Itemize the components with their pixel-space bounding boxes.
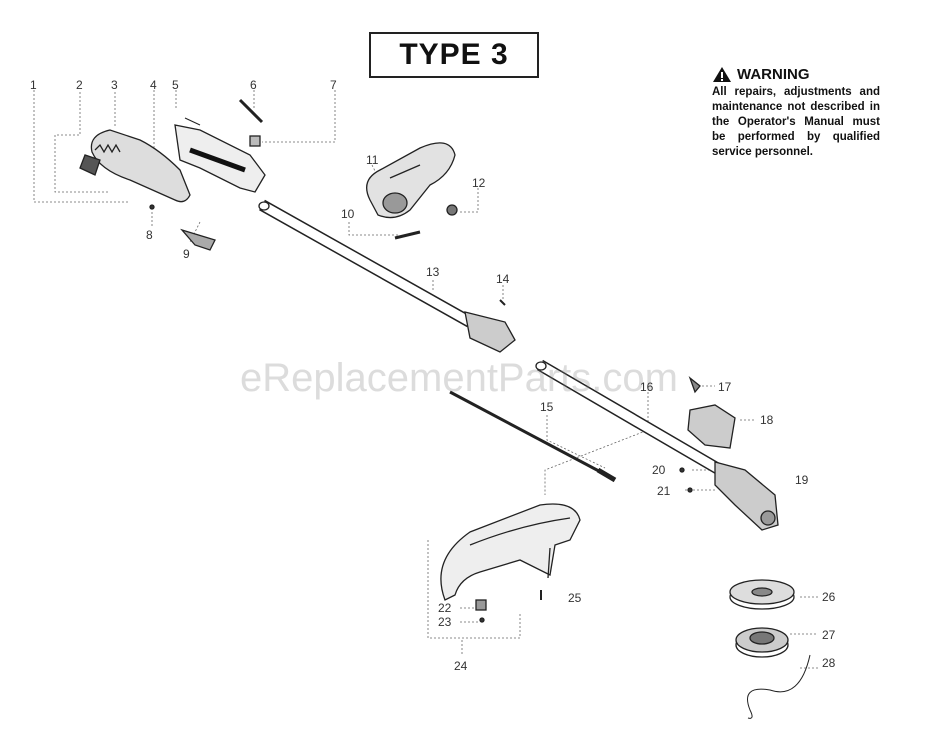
part-number-3: 3 [111, 78, 118, 92]
part-number-15: 15 [540, 400, 554, 414]
warning-text: All repairs, adjustments and maintenance… [712, 86, 880, 158]
part-number-9: 9 [183, 247, 190, 261]
part-number-6: 6 [250, 78, 257, 92]
part-number-4: 4 [150, 78, 157, 92]
handle-bracket-18 [687, 404, 736, 449]
warning-triangle-icon [713, 67, 731, 82]
part-number-26: 26 [822, 590, 836, 604]
part-7 [249, 135, 261, 147]
throttle-handle [79, 129, 191, 203]
part-number-22: 22 [438, 601, 452, 615]
part-number-11: 11 [366, 153, 379, 167]
warning-box: WARNING All repairs, adjustments and mai… [712, 66, 880, 160]
part-number-8: 8 [146, 228, 153, 242]
drive-shaft-15 [449, 390, 613, 480]
part-number-16: 16 [640, 380, 654, 394]
part-number-21: 21 [657, 484, 671, 498]
auxiliary-handle [366, 142, 456, 219]
part-number-17: 17 [718, 380, 732, 394]
clip-9 [180, 228, 216, 251]
gearhead-19 [714, 461, 779, 531]
part-number-13: 13 [426, 265, 440, 279]
part-number-18: 18 [760, 413, 774, 427]
knob-12 [446, 204, 458, 216]
handle-housing [174, 117, 266, 193]
trimmer-guard [440, 503, 581, 601]
part-number-24: 24 [454, 659, 468, 673]
screw-6 [238, 98, 264, 124]
watermark: eReplacementParts.com [240, 356, 678, 400]
part-number-20: 20 [652, 463, 666, 477]
upper-shaft-13 [258, 199, 516, 353]
warning-heading: WARNING [737, 66, 810, 83]
part-number-2: 2 [76, 78, 83, 92]
part-number-5: 5 [172, 78, 179, 92]
part-number-28: 28 [822, 656, 836, 670]
bolt-10 [394, 230, 421, 240]
part-number-19: 19 [795, 473, 809, 487]
part-number-1: 1 [30, 78, 37, 92]
lower-shaft-16 [535, 359, 724, 476]
part-number-7: 7 [330, 78, 337, 92]
trimmer-line-28 [747, 654, 811, 719]
spool-26 [729, 579, 795, 610]
part-number-14: 14 [496, 272, 510, 286]
spool-27 [735, 627, 789, 658]
part-number-23: 23 [438, 615, 452, 629]
diagram-title: TYPE 3 [369, 32, 539, 78]
part-number-12: 12 [472, 176, 486, 190]
part-number-10: 10 [341, 207, 355, 221]
part-number-27: 27 [822, 628, 836, 642]
part-number-25: 25 [568, 591, 582, 605]
